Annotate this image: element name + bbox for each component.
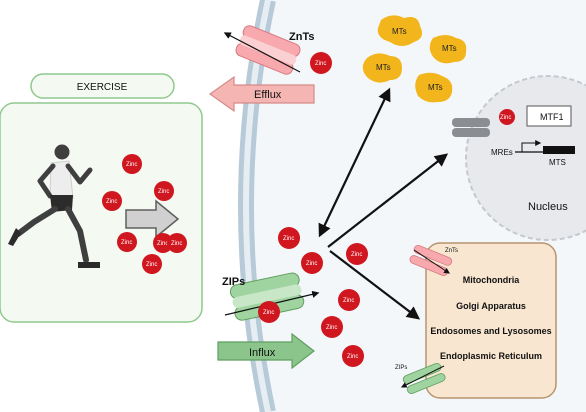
znt-transport-arrow [223, 32, 301, 73]
organelle-zip-arrow [400, 365, 445, 388]
exercise-zinc-label: Zinc [171, 241, 182, 247]
organelle-znt-label: ZnTs [445, 248, 458, 254]
efflux-zinc-ion [310, 52, 332, 74]
organelle-zip-transporter [402, 362, 446, 394]
cytosol-zinc-label: Zinc [326, 325, 337, 331]
exercise-zinc-ion [154, 181, 174, 201]
exercise-zinc-label: Zinc [106, 199, 117, 205]
nuclear-pore [452, 118, 490, 137]
exercise-flow-arrow [125, 199, 180, 239]
influx-label: Influx [249, 347, 276, 359]
exercise-zinc-label: Zinc [146, 262, 157, 268]
organelle-item: Golgi Apparatus [456, 301, 526, 311]
cytosol-zinc-ion [301, 252, 323, 274]
mt-label: MTs [428, 83, 443, 92]
nucleus-zinc-label: Zinc [500, 115, 511, 121]
nucleus-zinc-ion [499, 109, 515, 125]
cytosol-zinc-ion [346, 243, 368, 265]
cytosol-zinc-group: Zinc Zinc Zinc Zinc Zinc Zinc Zinc [258, 227, 368, 367]
organelle-znt-transporter [409, 244, 453, 276]
exercise-zinc-label: Zinc [158, 189, 169, 195]
mts-label: MTS [549, 158, 566, 167]
mres-label: MREs [491, 148, 513, 157]
organelle-zip-label: ZIPs [395, 365, 407, 371]
cytosol-zinc-ion [258, 301, 280, 323]
mts-gene [543, 146, 575, 154]
exercise-zinc-ion [102, 191, 122, 211]
exercise-title-box [30, 73, 175, 99]
cytosol-zinc-ion [278, 227, 300, 249]
mtf1-label: MTF1 [540, 112, 564, 122]
arrow-to-organelles [329, 250, 421, 320]
cytosol-zinc-ion [321, 316, 343, 338]
cytosol-zinc-label: Zinc [351, 252, 362, 258]
efflux-arrow [208, 75, 315, 113]
organelle-box [425, 242, 557, 399]
exercise-zinc-ion [167, 233, 187, 253]
cytosol-zinc-label: Zinc [283, 236, 294, 242]
cytosol-zinc-label: Zinc [347, 354, 358, 360]
exercise-zinc-label: Zinc [157, 241, 168, 247]
exercise-title: EXERCISE [77, 82, 128, 93]
transcription-arrow [521, 140, 542, 152]
nucleus-title: Nucleus [528, 201, 568, 213]
cytosol-zinc-label: Zinc [306, 261, 317, 267]
exercise-zinc-label: Zinc [126, 162, 137, 168]
znt-transporter [235, 25, 301, 75]
arrow-to-mts [318, 87, 391, 238]
mt-protein [377, 15, 422, 46]
organelle-item: Endoplasmic Reticulum [440, 351, 542, 361]
mt-label: MTs [442, 44, 457, 53]
exercise-zinc-group: Zinc Zinc Zinc Zinc Zinc Zinc Zinc [102, 154, 187, 274]
cytosol-zinc-label: Zinc [263, 310, 274, 316]
mt-protein [429, 35, 467, 64]
exercise-zinc-ion [142, 254, 162, 274]
exercise-zinc-ion [122, 154, 142, 174]
exercise-zinc-ion [117, 232, 137, 252]
cytosol-zinc-ion [342, 345, 364, 367]
mt-cluster: MTs MTs MTs MTs [362, 15, 467, 103]
efflux-label: Efflux [254, 89, 282, 101]
influx-arrow [217, 332, 315, 370]
organelle-item: Endosomes and Lysosomes [430, 326, 551, 336]
mtf1-box [526, 105, 572, 127]
runner-figure [8, 144, 100, 268]
cytosol-zinc-ion [338, 289, 360, 311]
exercise-zinc-label: Zinc [121, 240, 132, 246]
exercise-zinc-ion [153, 233, 173, 253]
cytosol-zinc-label: Zinc [343, 298, 354, 304]
znt-label: ZnTs [289, 31, 314, 43]
organelle-item: Mitochondria [463, 275, 520, 285]
mt-label: MTs [392, 27, 407, 36]
exercise-panel [0, 102, 203, 323]
efflux-zinc-label: Zinc [315, 61, 326, 67]
mt-protein [415, 72, 453, 103]
mt-protein [362, 53, 402, 83]
arrow-to-nucleus [327, 153, 449, 248]
organelle-znt-arrow [413, 249, 451, 274]
zip-label: ZIPs [222, 276, 245, 288]
mt-label: MTs [376, 63, 391, 72]
